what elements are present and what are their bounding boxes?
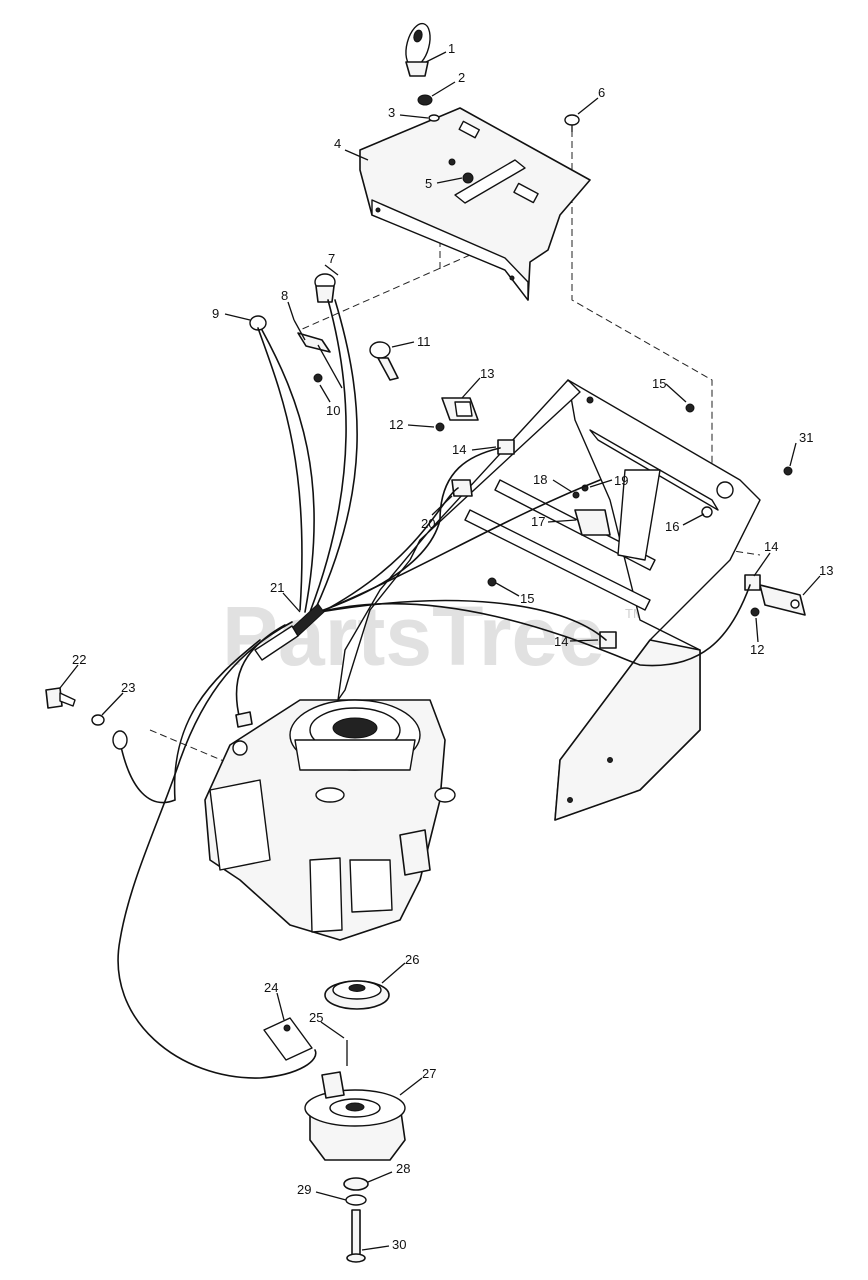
nut-12-right-part [750,607,760,617]
washer-29-part [345,1194,367,1206]
callout-leaders [59,51,821,1251]
callout-13-right: 13 [819,563,833,578]
callout-7: 7 [328,251,335,266]
callout-19: 19 [614,473,628,488]
nut-12-left-part [435,422,445,432]
bolt-15-mid-part [487,577,497,587]
screw-18-part [572,491,580,499]
bracket-17-part [574,509,611,536]
callout-29: 29 [297,1182,311,1197]
callout-11: 11 [417,334,431,349]
engine-part [204,699,456,941]
bolt-30-part [346,1209,366,1263]
callout-23: 23 [121,680,135,695]
callout-2: 2 [458,70,465,85]
callout-13-left: 13 [480,366,494,381]
callout-12-left: 12 [389,417,403,432]
washer-28-part [343,1177,369,1191]
bolt-15-top-part [685,403,695,413]
callout-20: 20 [421,516,435,531]
callout-8: 8 [281,288,288,303]
callouts: 1 2 3 4 5 6 7 8 9 10 11 12 13 14 15 16 1… [72,41,833,1252]
callout-17: 17 [531,514,545,529]
frame-part [337,379,761,821]
carriage-bolt-part [564,114,580,132]
callout-10: 10 [326,403,340,418]
switch-20-part [451,479,473,497]
wiring-harness-part [117,299,751,1079]
callout-15-mid: 15 [520,591,534,606]
dash-panel-part [359,107,591,301]
connector-14-right-part [744,574,761,591]
washer-23-part [91,714,128,750]
callout-14-lower: 14 [554,634,568,649]
washer-part [428,114,440,122]
bracket-13-left-part [441,397,479,421]
callout-18: 18 [533,472,547,487]
callout-25: 25 [309,1010,323,1025]
callout-21: 21 [270,580,284,595]
connector-14-top-part [497,439,515,455]
callout-9: 9 [212,306,219,321]
callout-15-top: 15 [652,376,666,391]
callout-31: 31 [799,430,813,445]
callout-14-top: 14 [452,442,466,457]
clutch-27-part [304,1071,406,1161]
screw-31-part [783,466,793,476]
ignition-switch-part [462,172,474,184]
switch-part [293,319,343,389]
callout-27: 27 [422,1066,436,1081]
nut-part [417,94,433,106]
knob-part [369,341,399,381]
cover-24-part [263,1017,313,1061]
callout-3: 3 [388,105,395,120]
connector-14-lower-part [599,631,617,649]
bracket-13-right-part [759,584,806,616]
callout-6: 6 [598,85,605,100]
callout-5: 5 [425,176,432,191]
key-part [405,22,431,77]
callout-1: 1 [448,41,455,56]
callout-14-right: 14 [764,539,778,554]
bolt-22-part [45,687,76,709]
callout-30: 30 [392,1237,406,1252]
pulley-26-part [324,980,390,1010]
nut-10-part [313,373,323,383]
callout-4: 4 [334,136,341,151]
callout-24: 24 [264,980,278,995]
callout-12-right: 12 [750,642,764,657]
bushing-16-part [701,506,713,518]
callout-22: 22 [72,652,86,667]
callout-16: 16 [665,519,679,534]
lamp-part [314,273,336,303]
callout-26: 26 [405,952,419,967]
callout-28: 28 [396,1161,410,1176]
